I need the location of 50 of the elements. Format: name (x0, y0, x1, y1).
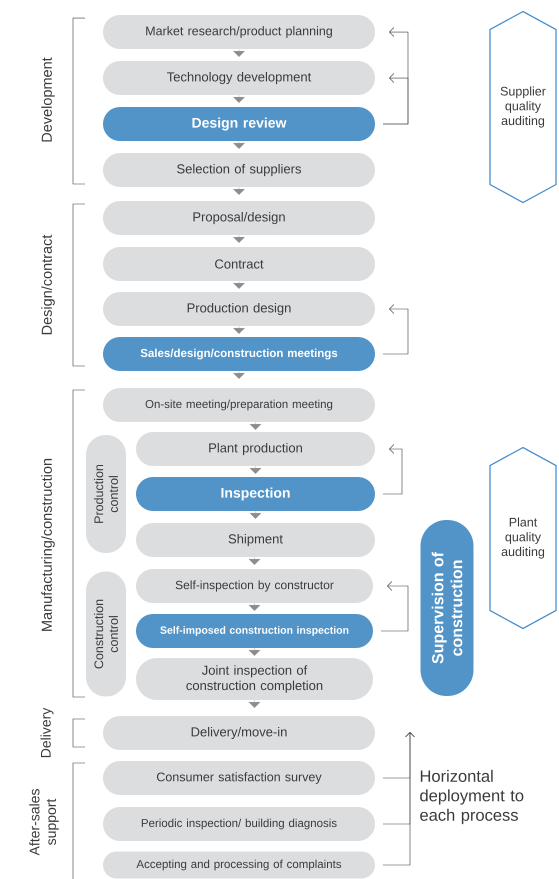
flow-arrow (233, 370, 245, 379)
process-box: Plant production (136, 432, 375, 466)
flow-arrow (233, 280, 245, 289)
highlighted-process-box: Inspection (136, 477, 375, 511)
phase-label: Design/contract (41, 234, 55, 334)
highlighted-process-box: Design review (103, 107, 375, 142)
flow-arrow (248, 556, 260, 565)
flow-arrow (248, 648, 260, 656)
flow-arrow (233, 234, 245, 243)
deployment-note: Horizontal deployment to each process (420, 770, 524, 824)
phase-label: Delivery (40, 708, 54, 758)
flow-arrow (250, 510, 262, 519)
process-box: Shipment (136, 523, 375, 557)
flow-arrow (250, 466, 262, 474)
deployment-arrow (382, 732, 415, 866)
phase-label: Development (41, 57, 55, 142)
flow-arrow (233, 48, 245, 57)
flow-arrow (233, 186, 245, 195)
highlighted-process-box: Sales/design/construction meetings (103, 337, 375, 371)
supervision-pill: Supervision of construction (420, 520, 474, 696)
process-box: Proposal/design (103, 201, 375, 235)
phase-label: Manufacturing/construction (41, 458, 55, 631)
process-box: Delivery/move-in (103, 716, 375, 750)
process-box: Consumer satisfaction survey (103, 761, 375, 795)
process-box: Selection of suppliers (103, 153, 375, 187)
flow-arrow (233, 326, 245, 334)
process-box: Technology development (103, 61, 375, 95)
flow-arrow (233, 94, 245, 103)
process-box: Market research/product planning (103, 15, 375, 49)
highlighted-process-box: Self-imposed construction inspection (136, 614, 373, 648)
flow-arrow (248, 700, 260, 708)
process-box: Accepting and processing of complaints (103, 852, 375, 878)
phase-label: After-sales support (29, 789, 59, 856)
process-box: Periodic inspection/ building diagnosis (103, 807, 375, 841)
process-box: On-site meeting/preparation meeting (103, 388, 375, 422)
audit-hexagon: Supplier quality auditing (489, 10, 557, 204)
control-phase-pill: Production control (86, 435, 126, 553)
feedback-arrow (382, 304, 408, 354)
flow-arrow (250, 422, 262, 430)
process-box: Contract (103, 247, 375, 281)
flow-arrow (233, 140, 245, 149)
process-box: Self-inspection by constructor (136, 569, 373, 603)
audit-hexagon: Plant quality auditing (489, 446, 557, 630)
process-box: Production design (103, 292, 375, 326)
flow-arrow (248, 602, 260, 611)
feedback-arrow (382, 73, 408, 124)
control-phase-pill: Construction control (86, 572, 126, 696)
feedback-arrow (382, 444, 402, 494)
feedback-arrow (380, 581, 408, 632)
process-box: Joint inspection of construction completion (136, 658, 373, 700)
